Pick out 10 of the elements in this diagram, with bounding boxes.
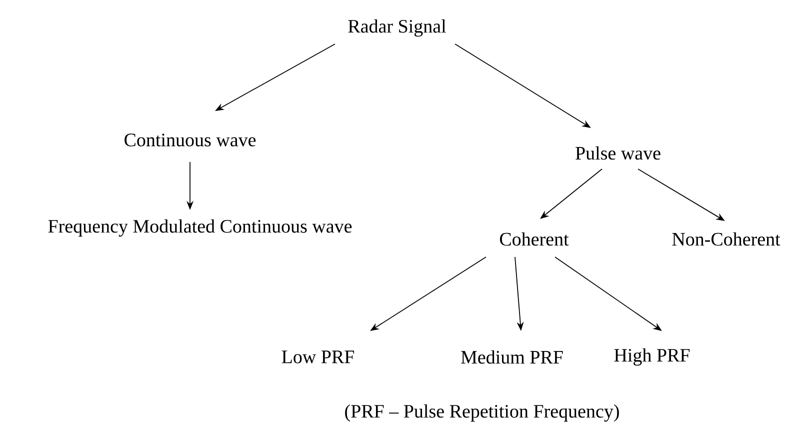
node-label: Pulse wave (576, 146, 660, 160)
node-label: Radar Signal (348, 19, 446, 37)
node-label: Non-Coherent (672, 232, 780, 246)
node-label: Low PRF (282, 350, 354, 364)
node-label: Continuous wave (124, 134, 256, 146)
node-label: Medium PRF (461, 350, 563, 364)
note: (PRF – Pulse Repetition Frequency) (345, 404, 619, 422)
node-label: Coherent (500, 232, 569, 246)
node-label: Frequency Modulated Continuous wave (48, 219, 352, 237)
node-label: High PRF (614, 348, 690, 366)
